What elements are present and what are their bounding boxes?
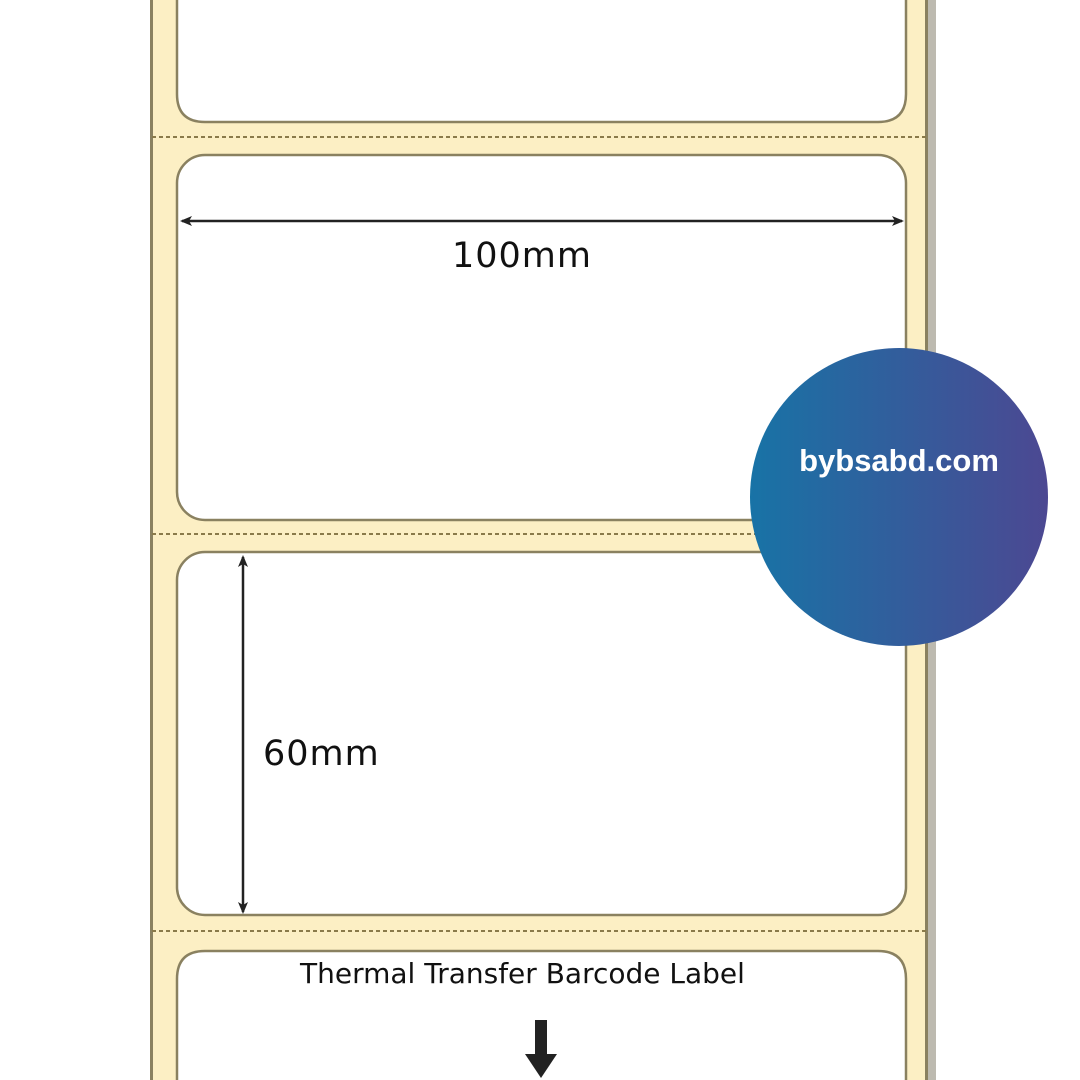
feed-direction-arrow-icon (525, 1020, 557, 1078)
label-1 (175, 0, 908, 124)
label-2 (175, 153, 908, 522)
badge-text: bybsabd.com (799, 443, 999, 478)
caption: Thermal Transfer Barcode Label (300, 957, 745, 990)
height-label: 60mm (263, 734, 380, 774)
label-4 (175, 949, 908, 1080)
width-label: 100mm (452, 236, 592, 276)
website-badge: bybsabd.com (750, 348, 1048, 646)
label-3 (175, 550, 908, 917)
